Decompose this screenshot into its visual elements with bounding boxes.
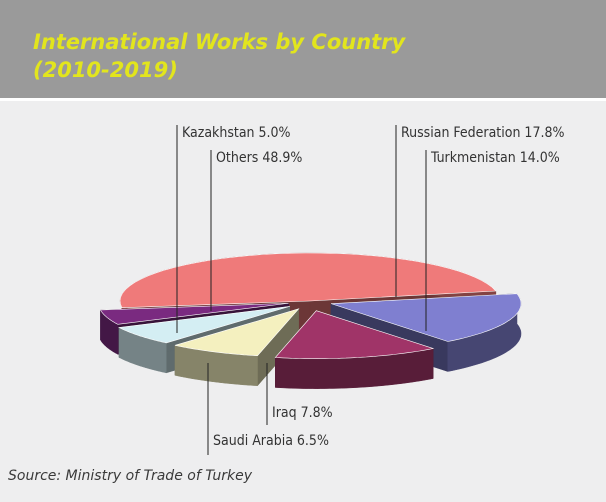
slice-label-turkmenistan: Turkmenistan 14.0% <box>430 150 560 166</box>
source-note: Source: Ministry of Trade of Turkey <box>8 468 252 484</box>
slice-label-others: Others 48.9% <box>216 150 302 166</box>
pie-slice-top <box>119 252 497 309</box>
slice-label-russian-federation: Russian Federation 17.8% <box>401 125 564 141</box>
slice-label-kazakhstan: Kazakhstan 5.0% <box>182 125 291 141</box>
chart-title: International Works by Country (2010-201… <box>33 28 553 84</box>
pie-chart: Russian Federation 17.8% Turkmenistan 14.… <box>99 125 564 455</box>
slice-label-iraq: Iraq 7.8% <box>272 405 333 421</box>
slice-label-saudi-arabia: Saudi Arabia 6.5% <box>213 433 329 449</box>
pie-slice-top <box>117 306 290 344</box>
pie-slice-iraq <box>174 308 300 387</box>
pie-slice-top <box>99 302 289 325</box>
chart-title-line-1: International Works by Country <box>33 30 406 54</box>
header-divider <box>0 98 606 101</box>
chart-title-line-2: (2010-2019) <box>33 58 178 82</box>
pie-slice-turkmenistan <box>274 309 435 389</box>
pie-slice-top <box>274 310 435 360</box>
chart-header: International Works by Country (2010-201… <box>0 0 606 98</box>
pie-slice-top <box>174 308 300 357</box>
